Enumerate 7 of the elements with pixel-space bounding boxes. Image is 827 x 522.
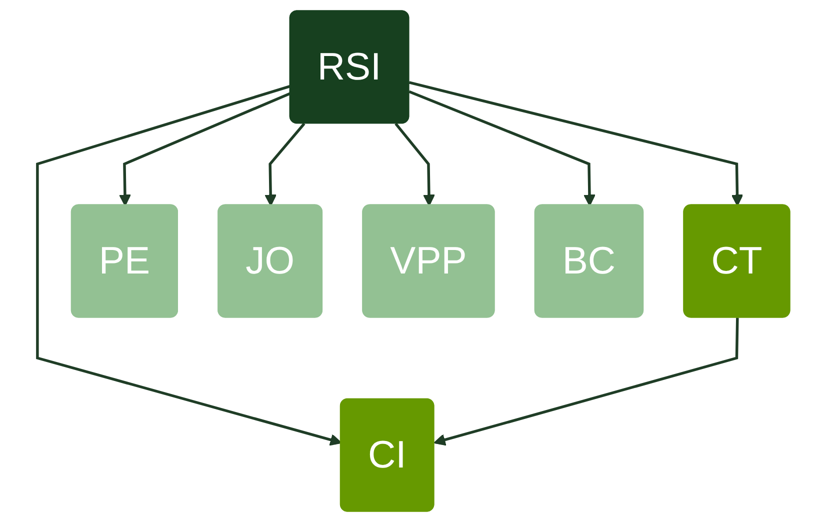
arrow (408, 90, 596, 206)
arrow (434, 318, 739, 446)
arrow (264, 122, 306, 206)
arrow (118, 92, 292, 206)
arrow (394, 122, 435, 206)
arrow (36, 84, 342, 446)
arrow (408, 81, 744, 206)
